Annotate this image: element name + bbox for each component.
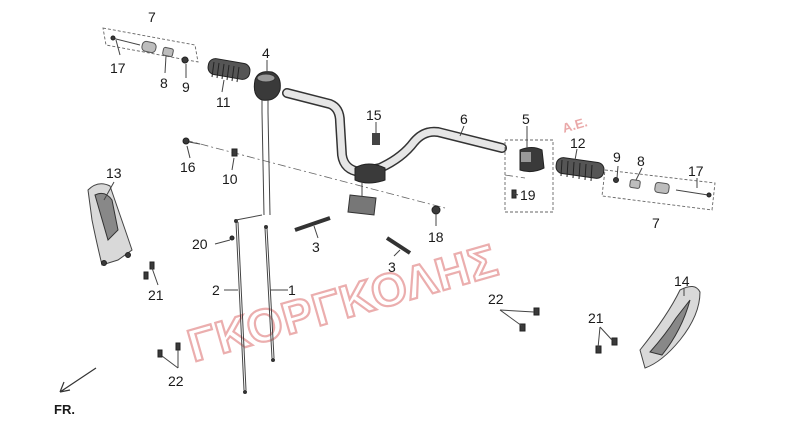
left-grip-assembly xyxy=(102,27,251,83)
bolt-16 xyxy=(182,137,201,145)
callout-6: 6 xyxy=(460,111,468,127)
group-box-right xyxy=(601,169,716,211)
callouts: 7 17 8 9 11 4 15 6 5 12 9 8 17 7 19 13 1… xyxy=(106,9,704,389)
watermark: ΓΚΟΡΓΚΟΛΗΣ xyxy=(181,232,505,372)
clip-20 xyxy=(229,235,235,241)
callout-14: 14 xyxy=(674,273,690,289)
callout-12: 12 xyxy=(570,135,586,151)
right-switch-assembly xyxy=(504,139,554,213)
callout-17-right: 17 xyxy=(688,163,704,179)
watermark-text: ΓΚΟΡΓΚΟΛΗΣ xyxy=(182,233,504,371)
callout-13: 13 xyxy=(106,165,122,181)
front-direction-arrow: FR. xyxy=(54,367,97,417)
axis-line xyxy=(184,139,446,209)
left-grip xyxy=(207,58,251,83)
right-grip xyxy=(555,157,605,182)
front-label: FR. xyxy=(54,402,75,417)
handlebar-clamp xyxy=(347,163,386,216)
callout-10: 10 xyxy=(222,171,238,187)
callout-22-right: 22 xyxy=(488,291,504,307)
group-box-left xyxy=(102,27,199,63)
callout-8-left: 8 xyxy=(160,75,168,91)
right-cover xyxy=(639,286,701,369)
callout-1: 1 xyxy=(288,282,296,298)
callout-18: 18 xyxy=(428,229,444,245)
right-grip-assembly xyxy=(601,169,716,211)
callout-9-left: 9 xyxy=(182,79,190,95)
bar-end-weight xyxy=(141,40,157,54)
rubber-strip-left xyxy=(294,216,331,232)
callout-22-left: 22 xyxy=(168,373,184,389)
callout-16: 16 xyxy=(180,159,196,175)
clamp-bolt xyxy=(372,133,380,145)
callout-7-right: 7 xyxy=(652,215,660,231)
watermark-suffix: Α.Ε. xyxy=(561,114,589,135)
svg-text:Α.Ε.: Α.Ε. xyxy=(561,114,589,135)
callout-3-left: 3 xyxy=(312,239,320,255)
callout-21-right: 21 xyxy=(588,310,604,326)
callout-21-left: 21 xyxy=(148,287,164,303)
callout-8-right: 8 xyxy=(637,153,645,169)
callout-11: 11 xyxy=(216,94,231,110)
bar-plug xyxy=(431,205,441,215)
throttle-housing xyxy=(253,71,281,112)
nut-10 xyxy=(231,148,238,157)
brake-cables xyxy=(234,111,275,394)
leader-lines xyxy=(103,39,698,369)
screws-22-left xyxy=(157,342,181,358)
left-cover xyxy=(87,183,133,266)
rubber-strip-right xyxy=(385,236,412,255)
axis-line-right xyxy=(504,174,526,179)
callout-3-right: 3 xyxy=(388,259,396,275)
callout-5: 5 xyxy=(522,111,530,127)
handlebar xyxy=(282,88,507,178)
callout-15: 15 xyxy=(366,107,382,123)
callout-2: 2 xyxy=(212,282,220,298)
callout-20: 20 xyxy=(192,236,208,252)
callout-19: 19 xyxy=(520,187,536,203)
callout-17-left: 17 xyxy=(110,60,126,76)
callout-7-left: 7 xyxy=(148,9,156,25)
callout-9-right: 9 xyxy=(613,149,621,165)
callout-4: 4 xyxy=(262,45,270,61)
